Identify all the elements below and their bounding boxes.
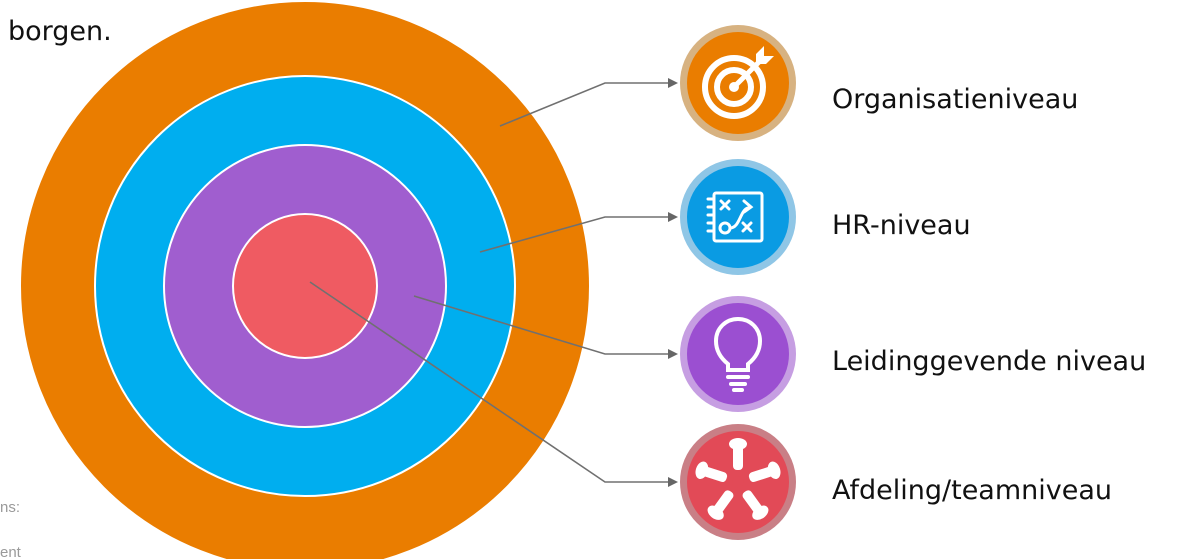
left-fragment-1: ns:	[0, 499, 20, 516]
top-text-fragment: borgen.	[8, 16, 112, 47]
connector-team	[309, 281, 678, 487]
ring-team	[232, 213, 378, 359]
strategy-board-icon	[706, 191, 764, 243]
icon-badge-team	[680, 424, 796, 540]
left-fragment-2: ent	[0, 544, 22, 559]
badge-fill	[687, 303, 789, 405]
connectors	[309, 78, 678, 487]
label-leidinggevende-niveau: Leidinggevende niveau	[832, 346, 1146, 377]
hands-together-icon	[695, 438, 781, 520]
concentric-circles	[19, 0, 591, 559]
label-hr-niveau: HR-niveau	[832, 210, 971, 241]
label-organisatieniveau: Organisatieniveau	[832, 84, 1078, 115]
connector-hr	[479, 212, 678, 253]
target-icon	[702, 46, 774, 119]
icon-badge-hr	[680, 159, 796, 275]
connector-organisation	[499, 78, 678, 127]
icon-badge-manager	[680, 296, 796, 412]
badge-fill	[687, 166, 789, 268]
lightbulb-icon	[713, 316, 763, 392]
connector-manager	[413, 295, 678, 359]
icon-badge-organisation	[680, 25, 796, 141]
label-afdeling-teamniveau: Afdeling/teamniveau	[832, 475, 1112, 506]
